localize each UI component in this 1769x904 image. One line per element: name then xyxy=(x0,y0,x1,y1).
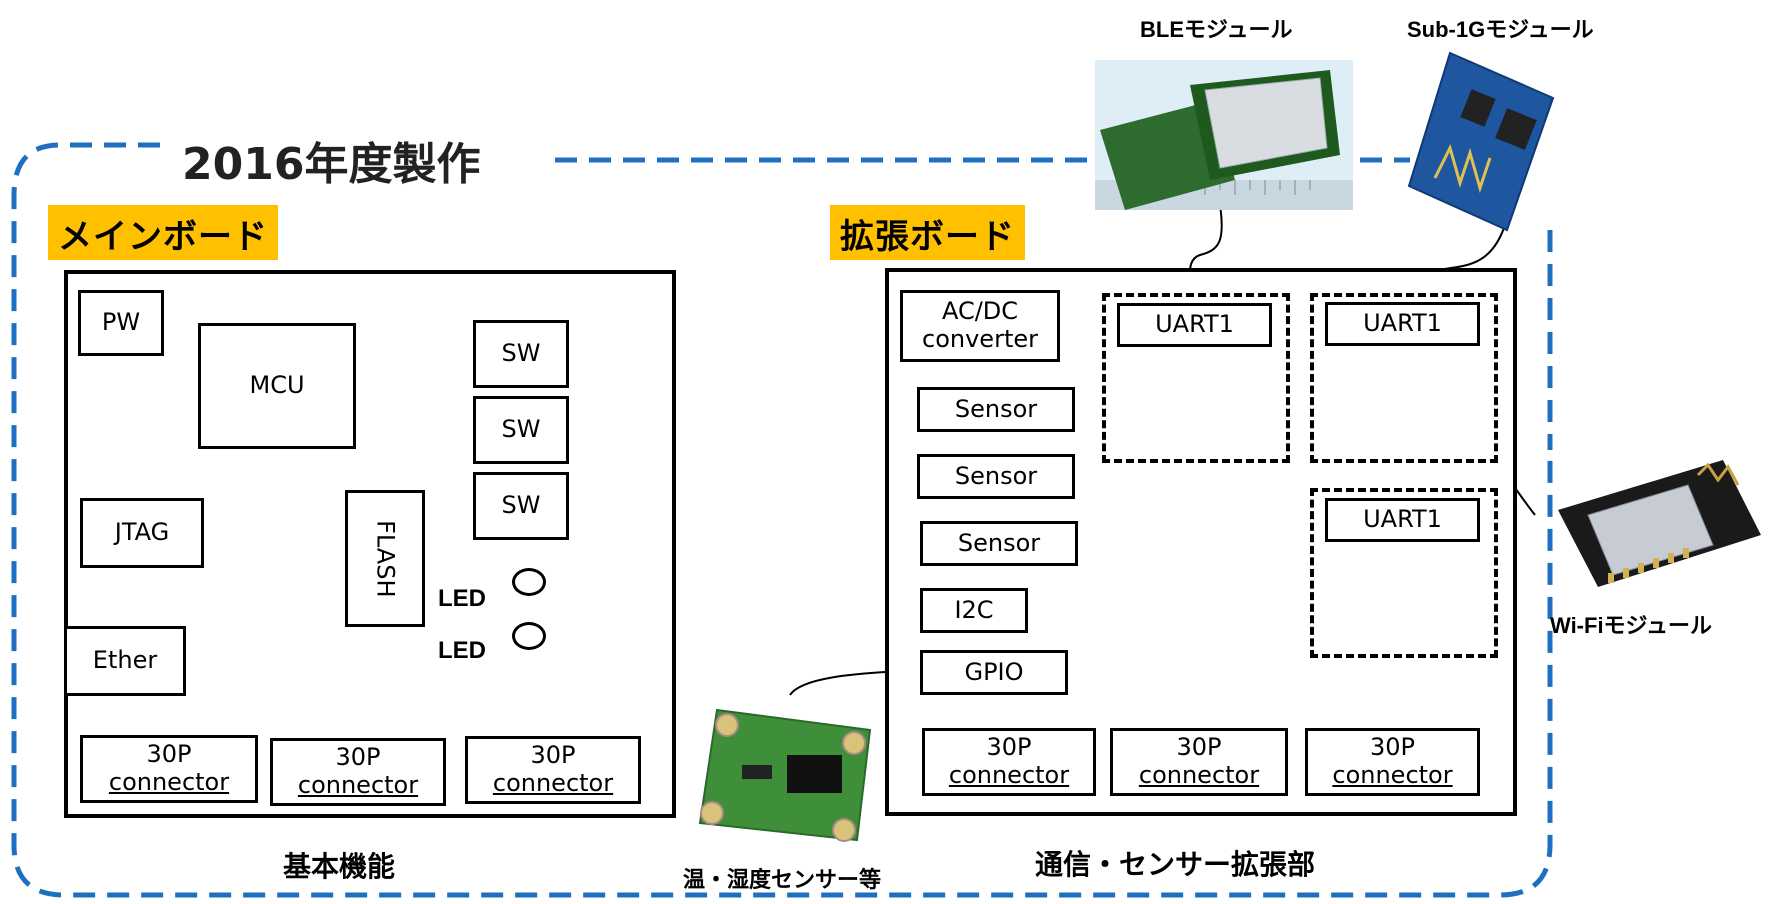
uart-slot-1 xyxy=(1102,293,1290,463)
main-board-tag: メインボード xyxy=(48,205,278,260)
main-connector-2: 30P connector xyxy=(270,738,446,806)
connector-label: connector xyxy=(108,768,230,796)
connector-label: 30P xyxy=(530,741,576,770)
connector-label: connector xyxy=(948,761,1070,789)
acdc-label-1: AC/DC xyxy=(941,297,1019,326)
connector-label: 30P xyxy=(1176,733,1222,762)
uart1-block-3: UART1 xyxy=(1325,498,1480,542)
ble-module-label: BLEモジュール xyxy=(1140,17,1293,42)
sensor-block-2: Sensor xyxy=(917,454,1075,499)
led-label-2: LED xyxy=(438,637,486,664)
connector-label: connector xyxy=(297,771,419,799)
temp-sensor-label: 温・湿度センサー等 xyxy=(683,867,882,892)
sw-block-3: SW xyxy=(473,472,569,540)
jtag-block: JTAG xyxy=(80,498,204,568)
led-2 xyxy=(512,622,546,650)
main-connector-1: 30P connector xyxy=(80,735,258,803)
sensor-block-1: Sensor xyxy=(917,387,1075,432)
ble-module-image xyxy=(1095,60,1353,210)
sw-block-1: SW xyxy=(473,320,569,388)
connector-label: connector xyxy=(1138,761,1260,789)
sub1g-module-image xyxy=(1405,48,1555,233)
acdc-converter-block: AC/DC converter xyxy=(900,290,1060,362)
expansion-connector-2: 30P connector xyxy=(1110,728,1288,796)
mcu-block: MCU xyxy=(198,323,356,449)
outer-dashed-frame xyxy=(11,142,1553,898)
wifi-module-label: Wi-Fiモジュール xyxy=(1550,613,1713,638)
sensor-block-3: Sensor xyxy=(920,521,1078,566)
uart-slot-2 xyxy=(1310,293,1498,463)
connector-label: 30P xyxy=(986,733,1032,762)
led-1 xyxy=(512,568,546,596)
connector-label: 30P xyxy=(146,740,192,769)
ether-block: Ether xyxy=(64,626,186,696)
acdc-label-2: converter xyxy=(922,325,1038,353)
ble-module-icon xyxy=(1095,70,1353,210)
main-board-caption: 基本機能 xyxy=(283,850,396,883)
wifi-module-image xyxy=(1538,455,1763,590)
gpio-block: GPIO xyxy=(920,650,1068,695)
i2c-block: I2C xyxy=(920,588,1028,633)
temp-sensor-image xyxy=(692,705,876,845)
temp-sensor-icon xyxy=(698,708,872,842)
connector-label: connector xyxy=(492,769,614,797)
uart-slot-3 xyxy=(1310,488,1498,658)
expansion-board-tag: 拡張ボード xyxy=(830,205,1025,260)
pw-block: PW xyxy=(78,290,164,356)
uart1-block-2: UART1 xyxy=(1325,302,1480,346)
led-label-1: LED xyxy=(438,585,486,612)
expansion-connector-3: 30P connector xyxy=(1305,728,1480,796)
sub1g-module-label: Sub-1Gモジュール xyxy=(1407,17,1594,42)
sub1g-module-icon xyxy=(1407,51,1555,232)
connector-label: connector xyxy=(1332,761,1453,789)
connector-label: 30P xyxy=(1369,733,1415,762)
uart1-block-1: UART1 xyxy=(1117,303,1272,347)
expansion-board-caption: 通信・センサー拡張部 xyxy=(1035,848,1316,881)
flash-block: FLASH xyxy=(345,490,425,627)
sw-block-2: SW xyxy=(473,396,569,464)
expansion-connector-1: 30P connector xyxy=(922,728,1096,796)
page-title: 2016年度製作 xyxy=(168,128,495,192)
connector-label: 30P xyxy=(335,743,381,772)
flash-label: FLASH xyxy=(371,519,400,598)
wifi-module-icon xyxy=(1558,460,1761,587)
main-connector-3: 30P connector xyxy=(465,736,641,804)
